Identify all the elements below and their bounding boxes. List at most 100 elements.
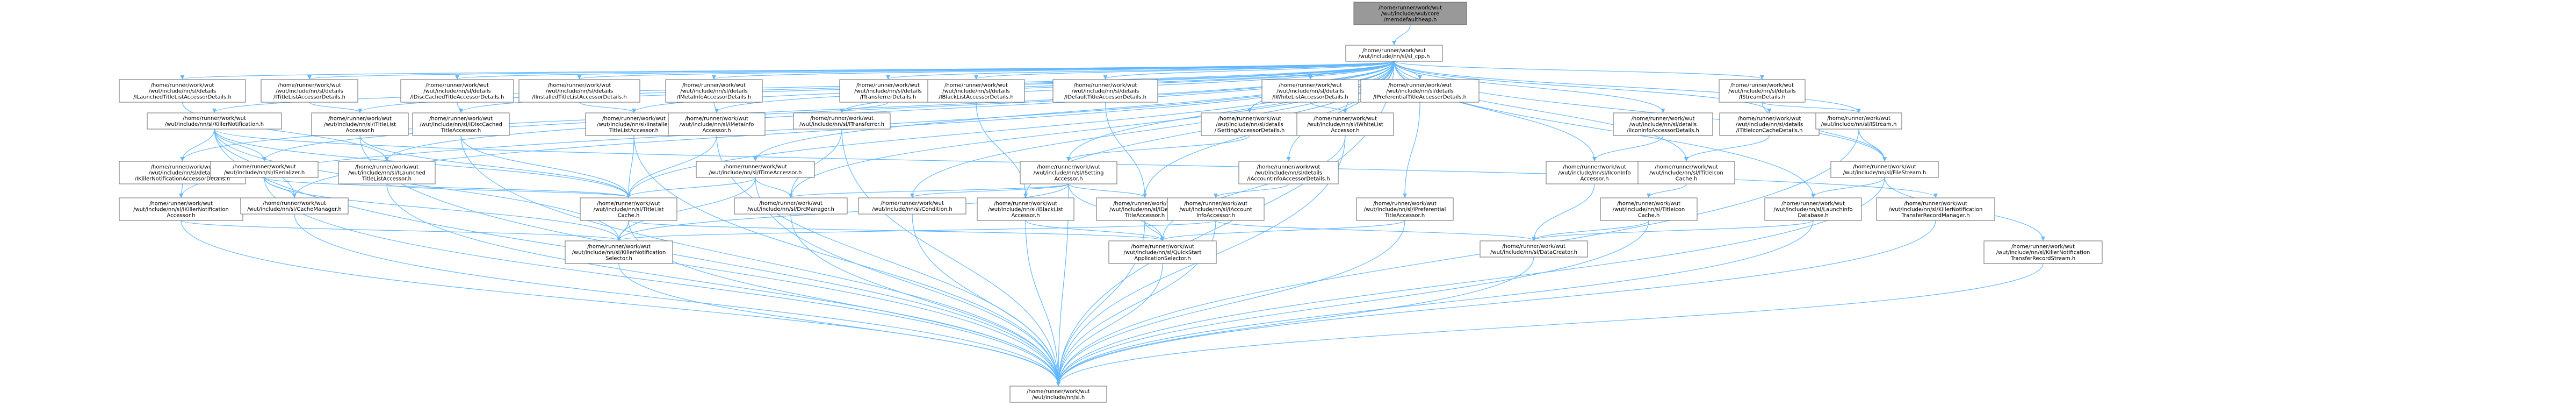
node-label-line: /home/runner/work/wut [1074, 83, 1137, 89]
file-node[interactable]: /home/runner/work/wut/wut/include/nn/sl/… [518, 79, 640, 103]
node-label-line: /wut/include/nn/sl/ITitleIcon [1649, 170, 1723, 176]
file-node[interactable]: /home/runner/work/wut/wut/include/nn/sl.… [1009, 386, 1107, 403]
node-label-line: TitleAccessor.h [441, 128, 481, 134]
file-node[interactable]: /home/runner/work/wut/wut/include/nn/sl/… [1719, 112, 1820, 136]
file-node[interactable]: /home/runner/work/wut/wut/include/nn/sl/… [565, 240, 673, 264]
node-box [696, 161, 815, 178]
file-node[interactable]: /home/runner/work/wut/wut/include/nn/sl/… [147, 112, 282, 130]
node-box [585, 112, 683, 136]
file-node[interactable]: /home/runner/work/wut/wut/include/nn/sl/… [1360, 79, 1480, 103]
file-node[interactable]: /home/runner/work/wut/wut/include/nn/sl/… [338, 161, 436, 184]
edge-c1-to-d1 [179, 183, 184, 198]
file-node[interactable]: /home/runner/work/wut/wut/include/nn/sl/… [734, 197, 848, 215]
node-label-line: /ISettingAccessorDetails.h [1215, 128, 1285, 134]
file-node[interactable]: /home/runner/work/wut/wut/include/nn/sl/… [1345, 45, 1443, 62]
node-label-line: /home/runner/work/wut [1738, 116, 1801, 122]
edge-b7-to-c5 [1066, 135, 1250, 161]
file-node[interactable]: /home/runner/work/wut/wut/include/nn/sl/… [1637, 161, 1735, 184]
node-label-line: /home/runner/work/wut [587, 244, 651, 250]
node-box [665, 79, 763, 103]
node-label-line: /home/runner/work/wut [1131, 244, 1194, 250]
node-box [1052, 79, 1158, 103]
node-label-line: /home/runner/work/wut [1027, 389, 1090, 395]
node-label-line: /IAccountInfoAccessorDetails.h [1247, 176, 1330, 182]
node-label-line: /home/runner/work/wut [994, 201, 1057, 207]
edge-c4-to-d3 [626, 177, 756, 198]
file-node[interactable]: /home/runner/work/wut/wut/include/nn/sl/… [665, 79, 763, 103]
file-node[interactable]: /home/runner/work/wut/wut/include/nn/sl/… [261, 79, 358, 103]
file-node[interactable]: /home/runner/work/wut/wut/include/nn/sl/… [119, 79, 246, 103]
file-node[interactable]: /home/runner/work/wut/wut/include/nn/sl/… [311, 112, 409, 136]
file-node[interactable]: /home/runner/work/wut/wut/include/nn/sl/… [1546, 161, 1643, 184]
file-node[interactable]: /home/runner/work/wut/wut/include/nn/sl/… [1020, 161, 1117, 184]
file-node[interactable]: /home/runner/work/wut/wut/include/nn/sl/… [585, 112, 683, 136]
node-label-line: /wut/include/nn/sl/IIconInfo [1558, 170, 1631, 176]
file-node[interactable]: /home/runner/work/wut/wut/include/nn/sl/… [839, 79, 937, 103]
file-node[interactable]: /home/runner/work/wut/wut/include/nn/sl/… [977, 197, 1074, 221]
node-label-line: ApplicationSelector.h [1134, 256, 1191, 262]
file-node[interactable]: /home/runner/work/wut/wut/include/nn/sl/… [793, 112, 891, 130]
file-node[interactable]: /home/runner/work/wut/wut/include/nn/sl/… [858, 197, 966, 215]
node-label-line: /wut/include/nn/sl/TitleList [593, 207, 663, 213]
file-node[interactable]: /home/runner/work/wut/wut/include/nn/sl/… [1815, 112, 1902, 130]
edge-a8-to-d7 [1105, 102, 1147, 198]
node-box [1983, 240, 2103, 264]
edge-d8-to-e3 [1215, 220, 1536, 241]
file-node[interactable]: /home/runner/work/wut/wut/include/nn/sl/… [400, 79, 514, 103]
file-node[interactable]: /home/runner/work/wut/wut/include/nn/sl/… [1983, 240, 2103, 264]
node-box [261, 79, 358, 103]
file-node[interactable]: /home/runner/work/wut/wut/include/nn/sl/… [1108, 240, 1217, 264]
node-label-line: /wut/include/nn/sl/sl_cpp.h [1359, 54, 1430, 60]
file-node[interactable]: /home/runner/work/wut/wut/include/nn/sl/… [1296, 112, 1394, 136]
file-node[interactable]: /home/runner/work/wut/wut/include/nn/sl/… [1052, 79, 1158, 103]
node-label-line: /wut/include/nn/sl/DrcManager.h [747, 206, 834, 212]
file-node[interactable]: /home/runner/work/wut/wut/include/nn/sl/… [1356, 197, 1454, 221]
file-node[interactable]: /home/runner/work/wut/wut/include/nn/sl/… [1201, 112, 1298, 136]
node-box [210, 161, 319, 178]
node-label-line: Accessor.h [167, 213, 195, 219]
node-label-line: /home/runner/work/wut [1904, 201, 1967, 207]
file-node[interactable]: /home/runner/work/wut/wut/include/nn/sl/… [1167, 197, 1265, 221]
node-label-line: /home/runner/work/wut [355, 165, 418, 170]
node-label-line: /IKillerNotificationAccessorDetails.h [135, 176, 230, 182]
node-label-line: /wut/include/nn/sl/ILaunched [348, 170, 425, 176]
node-label-line: /wut/include/nn/sl/details [1255, 170, 1323, 176]
file-node[interactable]: /home/runner/work/wut/wut/include/nn/sl/… [210, 161, 319, 178]
node-label-line: /ILaunchedTitleListAccessorDetails.h [133, 95, 232, 101]
edge-b3-to-d3 [460, 135, 631, 198]
file-node[interactable]: /home/runner/work/wut/wut/include/nn/sl/… [119, 197, 243, 221]
node-box [412, 112, 510, 136]
node-box [1167, 197, 1265, 221]
file-node[interactable]: /home/runner/work/wut/wut/include/nn/sl/… [927, 79, 1025, 103]
node-label-line: /home/runner/work/wut [810, 116, 874, 122]
file-node[interactable]: /home/runner/work/wut/wut/include/nn/sl/… [1830, 161, 1939, 178]
node-box [1261, 79, 1359, 103]
node-box [580, 197, 677, 221]
file-node[interactable]: /home/runner/work/wut/wut/include/nn/sl/… [1261, 79, 1359, 103]
node-label-line: /home/runner/work/wut [263, 201, 326, 206]
edge-a2-to-b2 [309, 102, 362, 113]
file-node[interactable]: /home/runner/work/wut/wut/include/nn/sl/… [668, 112, 766, 136]
node-label-line: /home/runner/work/wut [548, 83, 611, 89]
file-node[interactable]: /home/runner/work/wut/wut/include/nn/sl/… [1876, 197, 1995, 221]
node-box [1830, 161, 1939, 178]
file-node[interactable]: /home/runner/work/wut/wut/include/nn/sl/… [1238, 161, 1339, 184]
edge-d2-to-f [294, 213, 1060, 386]
file-node[interactable]: /home/runner/work/wut/wut/include/nn/sl/… [1480, 240, 1588, 258]
node-label-line: Accessor.h [702, 128, 731, 134]
node-label-line: /ITransferrerDetails.h [860, 95, 917, 101]
file-node[interactable]: /home/runner/work/wut/wut/include/nn/sl/… [1764, 197, 1862, 221]
node-label-line: TitleListAccessor.h [609, 128, 659, 134]
file-node[interactable]: /home/runner/work/wut/wut/include/nn/sl/… [580, 197, 677, 221]
file-node[interactable]: /home/runner/work/wut/wut/include/nn/sl/… [1613, 112, 1713, 136]
edge-layer [179, 24, 2045, 386]
node-label-line: /wut/include/nn/sl/TitleIcon [1613, 207, 1685, 213]
file-node[interactable]: /home/runner/work/wut/wut/include/nn/sl/… [412, 112, 510, 136]
file-node[interactable]: /home/runner/work/wut/wut/include/nn/sl/… [1600, 197, 1698, 221]
file-node[interactable]: /home/runner/work/wut/wut/include/nn/sl/… [1719, 79, 1806, 103]
edge-c9-to-d11 [1811, 177, 1885, 198]
file-node[interactable]: /home/runner/work/wut/wut/include/nn/sl/… [696, 161, 815, 178]
node-box [1600, 197, 1698, 221]
file-node[interactable]: /home/runner/work/wut/wut/include/nn/sl/… [240, 197, 349, 215]
